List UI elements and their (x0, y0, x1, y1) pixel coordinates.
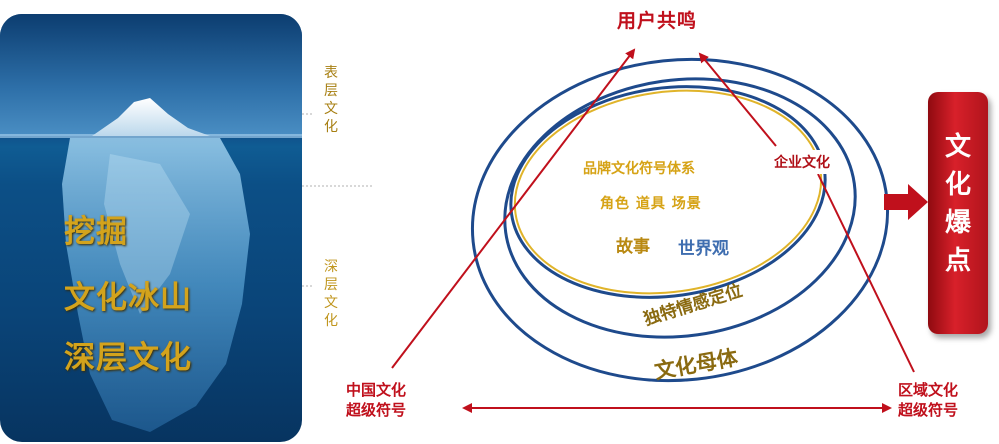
worldview-label: 世界观 (678, 239, 729, 259)
iceberg-line-deep-culture: 深层文化 (64, 340, 192, 376)
iceberg-image (0, 14, 302, 442)
surface-culture-label: 表层文化 (324, 65, 338, 135)
ellipse-middle (503, 77, 857, 339)
ellipse-outer (470, 57, 890, 383)
culture-explosion-box (928, 92, 988, 334)
ellipse-inner-gold (513, 89, 823, 295)
iceberg-graphic (0, 98, 302, 432)
region-culture-line-1: 区域文化 (898, 381, 959, 399)
region-culture-line-2: 超级符号 (898, 401, 959, 419)
user-resonance-label: 用户共鸣 (617, 10, 698, 32)
iceberg-line-dig: 挖掘 (64, 214, 128, 250)
enterprise-to-region-line (817, 173, 915, 373)
enterprise-culture-label: 企业文化 (770, 150, 834, 174)
region-culture-label: 区域文化 超级符号 (898, 380, 958, 420)
story-label: 故事 (616, 237, 650, 257)
roles-props-scenes-label: 角色 道具 场景 (600, 196, 702, 212)
enterprise-to-resonance-line (698, 52, 777, 147)
culture-explosion-label: 文化爆点 (944, 132, 971, 276)
brand-symbol-system-label: 品牌文化符号体系 (583, 161, 695, 177)
china-to-resonance-line (391, 48, 636, 369)
china-culture-line-2: 超级符号 (346, 401, 407, 419)
ellipse-inner (509, 85, 827, 299)
china-culture-label: 中国文化 超级符号 (346, 380, 406, 420)
deep-culture-label: 深层文化 (324, 259, 338, 329)
iceberg-line-culture-iceberg: 文化冰山 (64, 280, 192, 316)
china-culture-line-1: 中国文化 (346, 381, 407, 399)
explosion-arrow (884, 184, 928, 220)
